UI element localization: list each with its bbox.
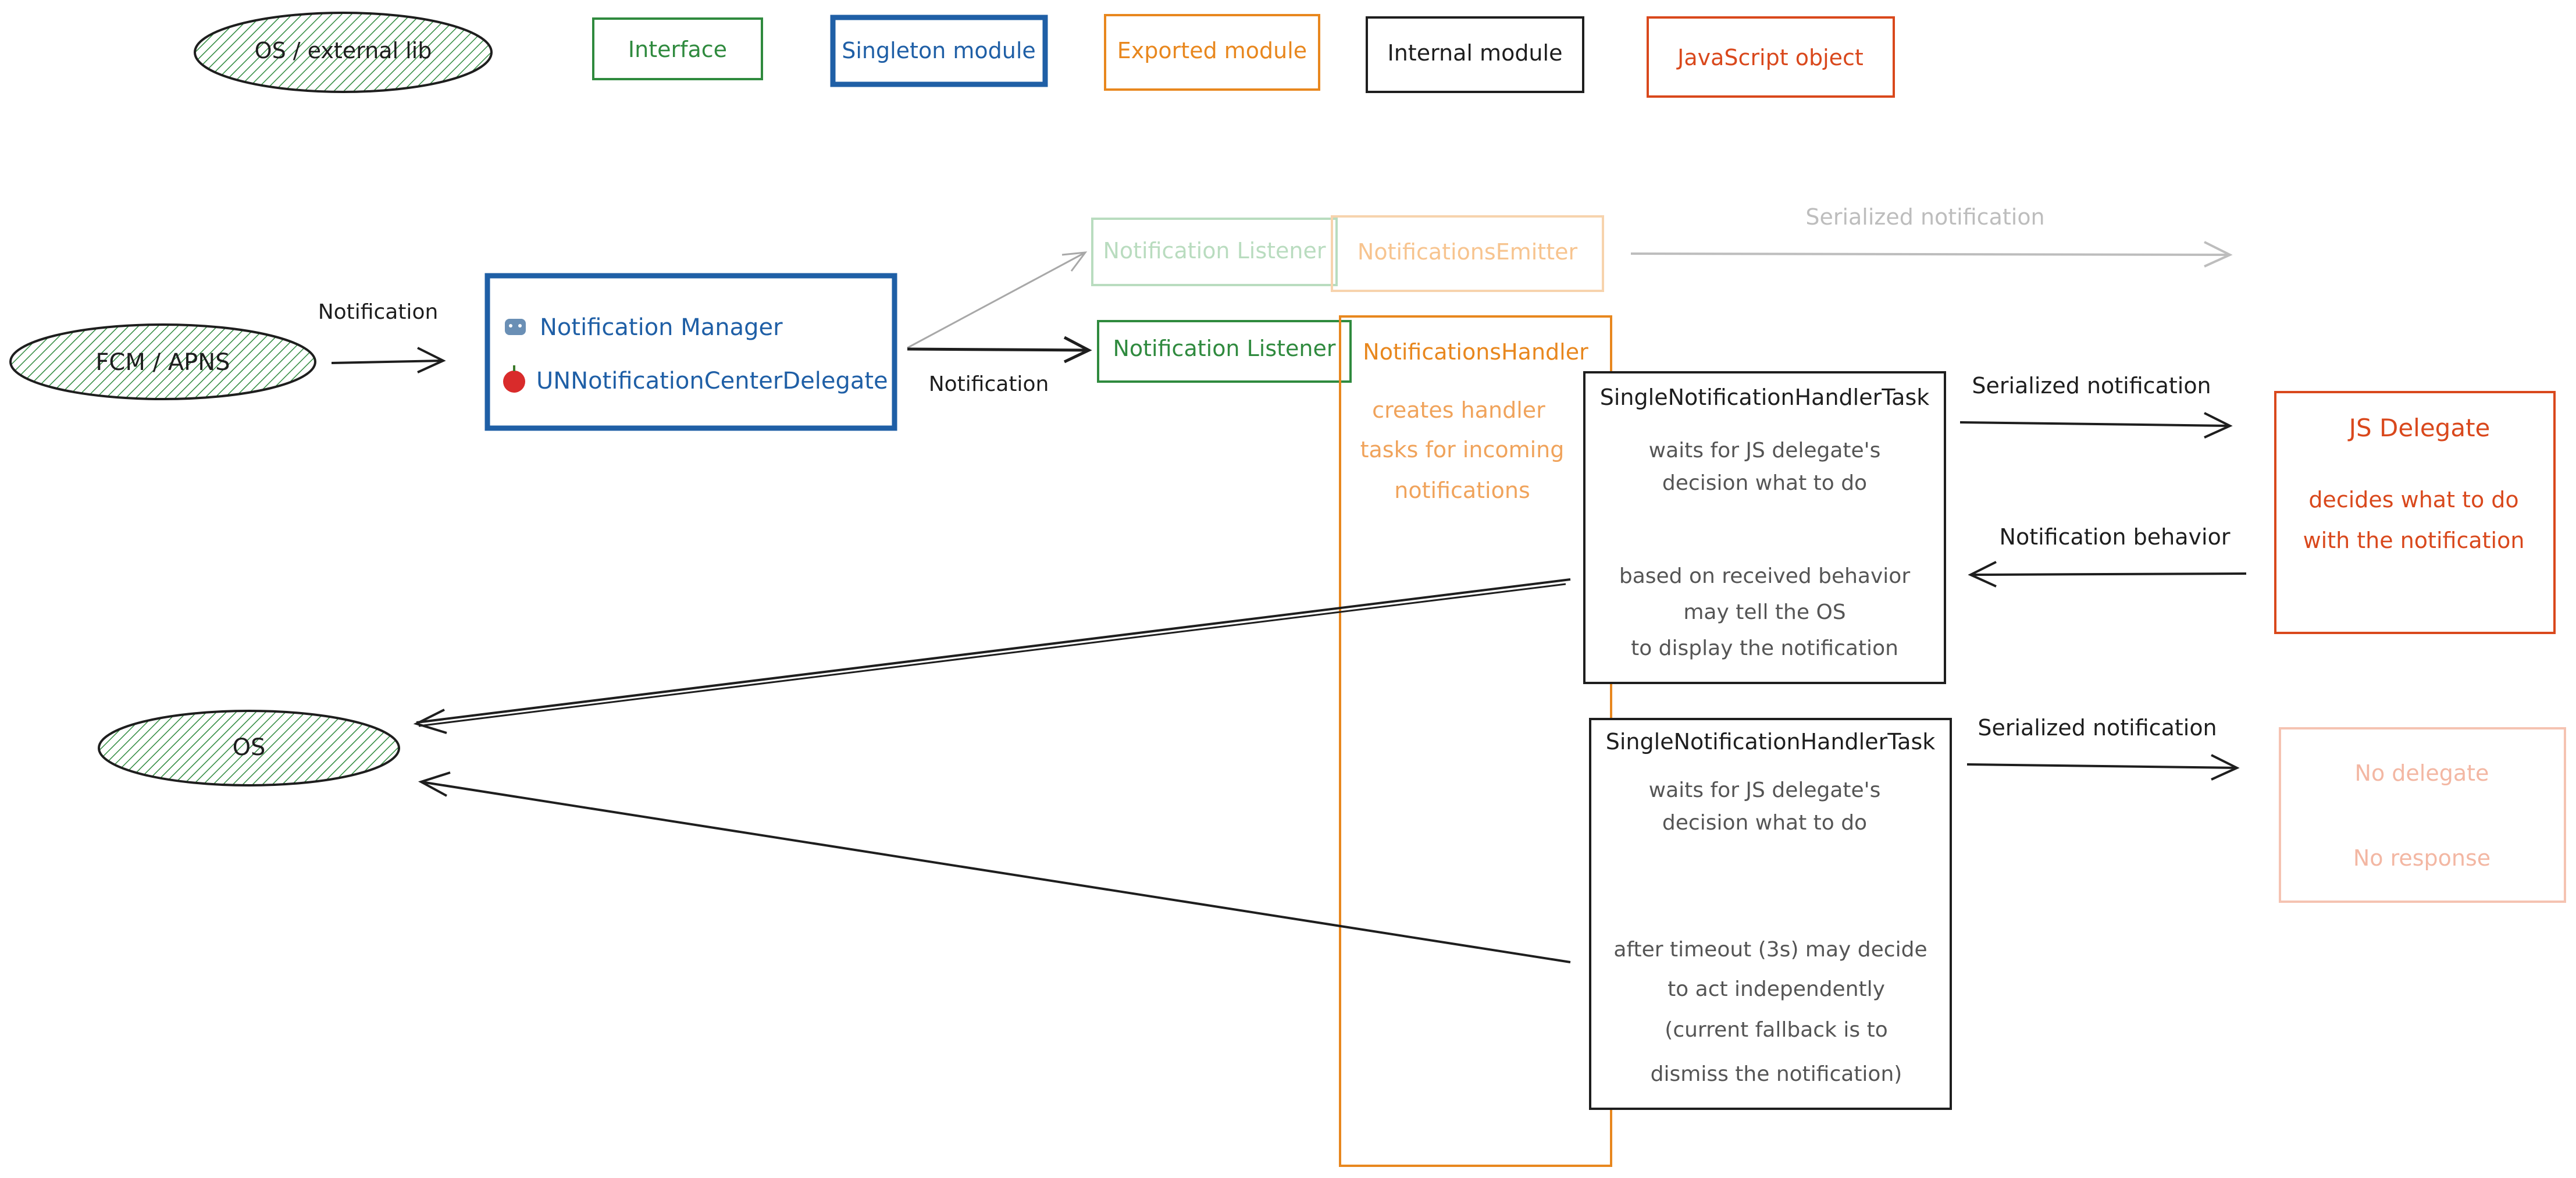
edge-label-serialized-faded: Serialized notification	[1805, 204, 2044, 230]
edge-label-notification-in: Notification	[318, 300, 439, 324]
task-2-title: SingleNotificationHandlerTask	[1606, 729, 1936, 755]
arrow-fcm-to-manager	[331, 347, 446, 373]
notifications-handler-desc-1: creates handler	[1372, 397, 1545, 423]
un-notification-center-delegate-label: UNNotificationCenterDelegate	[536, 368, 888, 394]
no-delegate-node: No delegate No response	[2279, 727, 2566, 903]
arrow-task2-to-os	[418, 771, 1571, 963]
single-notification-handler-task-2: SingleNotificationHandlerTask waits for …	[1589, 718, 1952, 1110]
legend-internal-label: Internal module	[1388, 40, 1563, 66]
notifications-handler-node: NotificationsHandler creates handler tas…	[1339, 315, 1612, 1167]
os-node: OS	[98, 710, 400, 786]
arrow-emitter-faded	[1630, 241, 2233, 268]
fcm-apns-label: FCM / APNS	[95, 349, 230, 376]
arrow-task1-to-js-delegate	[1959, 412, 2233, 439]
arrow-task2-to-no-delegate	[1966, 754, 2240, 781]
task-1-title: SingleNotificationHandlerTask	[1600, 385, 1930, 410]
android-icon	[505, 319, 526, 335]
edge-label-behavior: Notification behavior	[2000, 524, 2231, 550]
single-notification-handler-task-1: SingleNotificationHandlerTask waits for …	[1583, 371, 1946, 684]
js-delegate-line-1: decides what to do	[2308, 487, 2518, 513]
task-2-line-5: (current fallback is to	[1665, 1018, 1887, 1042]
legend-interface: Interface	[592, 17, 763, 80]
legend-internal: Internal module	[1366, 16, 1584, 93]
edge-label-notification-out: Notification	[929, 372, 1049, 396]
task-1-line-3: based on received behavior	[1619, 564, 1910, 588]
task-2-line-3: after timeout (3s) may decide	[1613, 938, 1927, 962]
notifications-emitter-faded-label: NotificationsEmitter	[1358, 239, 1578, 265]
legend-os-lib-label: OS / external lib	[255, 38, 432, 63]
task-2-line-1: waits for JS delegate's	[1649, 778, 1881, 802]
legend-interface-label: Interface	[628, 37, 727, 62]
notifications-handler-desc-3: notifications	[1394, 478, 1530, 503]
arrow-manager-to-listener	[907, 336, 1092, 364]
notification-manager-label: Notification Manager	[540, 314, 783, 341]
edge-label-serialized-2: Serialized notification	[1978, 715, 2217, 741]
legend-js-object: JavaScript object	[1647, 16, 1895, 98]
notifications-handler-title: NotificationsHandler	[1363, 339, 1588, 365]
apple-icon	[503, 365, 525, 393]
notification-listener-faded-node: Notification Listener	[1091, 218, 1338, 286]
js-delegate-title: JS Delegate	[2347, 414, 2491, 442]
os-label: OS	[233, 734, 266, 761]
notification-listener-faded-label: Notification Listener	[1103, 238, 1326, 264]
notification-listener-node: Notification Listener	[1097, 320, 1352, 383]
legend-exported-label: Exported module	[1117, 38, 1307, 63]
legend-singleton-label: Singleton module	[842, 38, 1036, 63]
task-1-line-1: waits for JS delegate's	[1649, 439, 1881, 462]
task-1-line-5: to display the notification	[1631, 636, 1898, 660]
arrow-manager-to-listener-faded	[907, 251, 1088, 349]
arrow-task1-to-os	[413, 578, 1571, 734]
task-1-line-2: decision what to do	[1662, 471, 1867, 495]
fcm-apns-node: FCM / APNS	[9, 323, 316, 400]
js-delegate-node: JS Delegate decides what to do with the …	[2274, 391, 2556, 634]
legend-os-lib: OS / external lib	[194, 12, 493, 93]
legend: OS / external lib Interface Singleton mo…	[194, 12, 1895, 98]
legend-js-object-label: JavaScript object	[1676, 45, 1864, 70]
arrow-js-delegate-to-task1	[1968, 561, 2247, 588]
task-2-line-6: dismiss the notification)	[1651, 1062, 1902, 1086]
task-2-line-2: decision what to do	[1662, 811, 1867, 835]
notification-manager-node: Notification Manager UNNotificationCente…	[484, 273, 897, 431]
task-2-line-4: to act independently	[1668, 977, 1885, 1001]
legend-exported: Exported module	[1104, 14, 1320, 91]
legend-singleton: Singleton module	[830, 15, 1048, 87]
notifications-handler-desc-2: tasks for incoming	[1360, 437, 1565, 462]
no-delegate-line-1: No delegate	[2355, 760, 2489, 786]
notifications-emitter-faded-node: NotificationsEmitter	[1331, 215, 1604, 292]
js-delegate-line-2: with the notification	[2303, 528, 2525, 553]
edge-label-serialized-1: Serialized notification	[1972, 373, 2211, 398]
no-delegate-line-2: No response	[2353, 845, 2491, 871]
task-1-line-4: may tell the OS	[1683, 600, 1845, 624]
notification-listener-label: Notification Listener	[1113, 336, 1335, 361]
